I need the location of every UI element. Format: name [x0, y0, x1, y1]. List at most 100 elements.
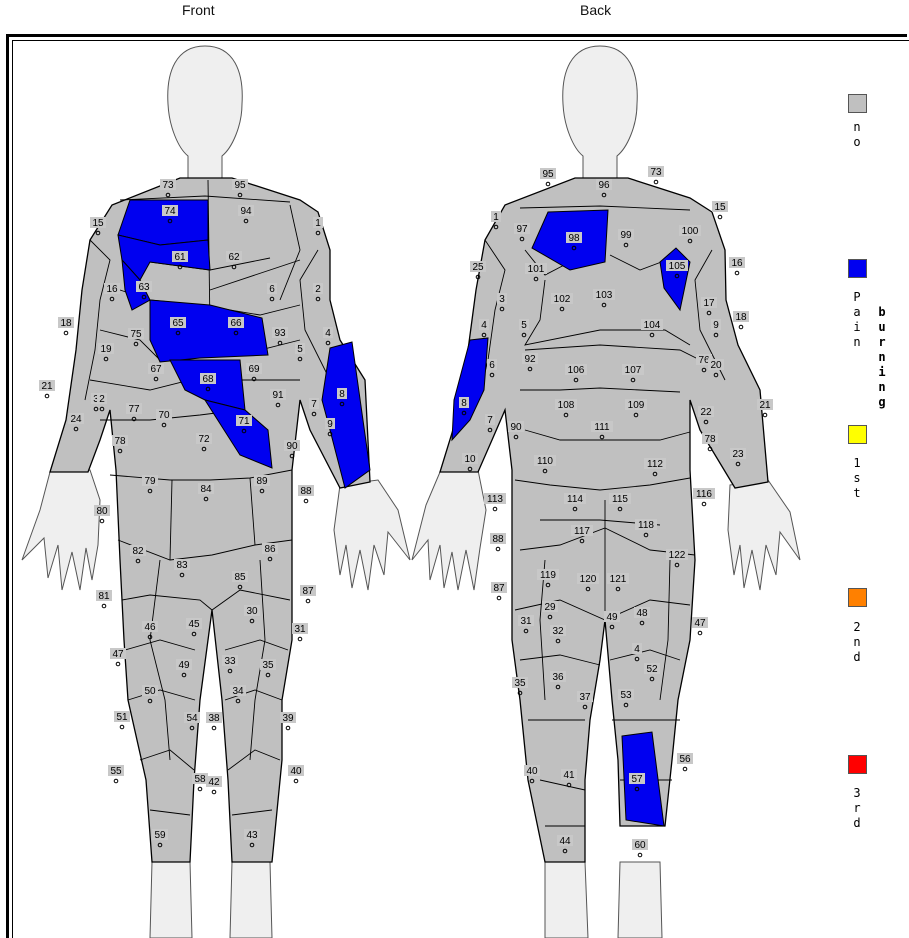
- back-region-label[interactable]: 60: [632, 839, 648, 857]
- front-region-label[interactable]: 31: [292, 623, 308, 641]
- front-region-number: 35: [262, 660, 274, 671]
- back-region-marker: [702, 502, 706, 506]
- front-region-number: 86: [264, 544, 276, 555]
- back-region-number: 111: [594, 422, 610, 433]
- front-region-label[interactable]: 38: [206, 712, 222, 730]
- back-region-number: 36: [552, 672, 564, 683]
- front-region-number: 90: [286, 441, 298, 452]
- back-region-number: 37: [579, 692, 591, 703]
- back-region-number: 101: [528, 264, 545, 275]
- back-region-number: 5: [521, 320, 527, 331]
- front-region-number: 7: [311, 399, 317, 410]
- legend-label-2nd: 2nd: [846, 620, 868, 665]
- back-region-number: 8: [461, 398, 467, 409]
- front-region-number: 33: [224, 656, 236, 667]
- back-region-label[interactable]: 15: [712, 201, 728, 219]
- back-region-number: 48: [636, 608, 648, 619]
- back-region-number: 115: [612, 494, 628, 505]
- back-left-hand[interactable]: [412, 470, 486, 590]
- front-right-hand[interactable]: [22, 470, 100, 590]
- legend-swatch-no[interactable]: [848, 94, 867, 113]
- legend-swatch-1st[interactable]: [848, 425, 867, 444]
- front-region-marker: [116, 662, 120, 666]
- front-region-label[interactable]: 47: [110, 648, 126, 666]
- back-region-number: 53: [620, 690, 632, 701]
- front-region-number: 42: [208, 777, 220, 788]
- front-region-number: 69: [248, 364, 260, 375]
- back-region-label[interactable]: 56: [677, 753, 693, 771]
- front-region-label[interactable]: 21: [39, 380, 55, 398]
- back-region-label[interactable]: 95: [540, 168, 556, 186]
- back-region-number: 18: [735, 312, 747, 323]
- back-region-marker: [718, 215, 722, 219]
- back-region-number: 100: [682, 226, 699, 237]
- back-region-number: 23: [732, 449, 744, 460]
- front-region-label[interactable]: 88: [298, 485, 314, 503]
- front-region-number: 81: [98, 591, 110, 602]
- back-region-number: 29: [544, 602, 556, 613]
- back-head: [563, 46, 637, 178]
- front-region-number: 15: [92, 218, 104, 229]
- front-region-label[interactable]: 42: [206, 776, 222, 794]
- back-region-label[interactable]: 16: [729, 257, 745, 275]
- front-region-label[interactable]: 40: [288, 765, 304, 783]
- front-region-marker: [304, 499, 308, 503]
- front-region-label[interactable]: 18: [58, 317, 74, 335]
- front-region-number: 72: [198, 434, 210, 445]
- back-region-number: 7: [487, 415, 493, 426]
- back-region-number: 41: [563, 770, 575, 781]
- front-region-number: 73: [162, 180, 174, 191]
- back-region-number: 104: [644, 320, 661, 331]
- back-region-label[interactable]: 87: [491, 582, 507, 600]
- front-region-label[interactable]: 55: [108, 765, 124, 783]
- back-region-label[interactable]: 113: [484, 493, 506, 511]
- back-region-number: 107: [625, 365, 642, 376]
- front-region-marker: [212, 790, 216, 794]
- back-region-number: 103: [596, 290, 613, 301]
- legend-swatch-pain[interactable]: [848, 259, 867, 278]
- back-region-number: 4: [481, 320, 487, 331]
- front-region-number: 43: [246, 830, 258, 841]
- front-region-number: 30: [246, 606, 258, 617]
- back-region-number: 4: [634, 644, 640, 655]
- back-region-number: 21: [759, 400, 771, 411]
- front-region-number: 87: [302, 586, 314, 597]
- front-region-marker: [298, 637, 302, 641]
- front-region-number: 70: [158, 410, 170, 421]
- front-region-label[interactable]: 58: [192, 773, 208, 791]
- front-region-number: 85: [234, 572, 246, 583]
- back-region-label[interactable]: 73: [648, 166, 664, 184]
- front-region-label[interactable]: 51: [114, 711, 130, 729]
- back-region-number: 112: [647, 459, 663, 470]
- front-region-number: 47: [112, 649, 124, 660]
- back-region-number: 118: [638, 520, 654, 531]
- back-region-label[interactable]: 116: [693, 488, 715, 506]
- front-region-number: 5: [297, 344, 303, 355]
- front-region-label[interactable]: 81: [96, 590, 112, 608]
- back-region-label[interactable]: 88: [490, 533, 506, 551]
- back-region-number: 22: [700, 407, 712, 418]
- front-region-marker: [306, 599, 310, 603]
- back-region-label[interactable]: 47: [692, 617, 708, 635]
- front-region-number: 62: [228, 252, 240, 263]
- front-region-number: 77: [128, 404, 140, 415]
- front-region-number: 93: [274, 328, 286, 339]
- front-region-label[interactable]: 87: [300, 585, 316, 603]
- front-region-number: 83: [176, 560, 188, 571]
- front-region-number: 6: [269, 284, 275, 295]
- legend-label-3rd: 3rd: [846, 786, 868, 831]
- legend-swatch-2nd[interactable]: [848, 588, 867, 607]
- front-region-marker: [294, 779, 298, 783]
- back-region-number: 105: [669, 261, 686, 272]
- back-region-number: 102: [554, 294, 571, 305]
- back-region-number: 9: [713, 320, 719, 331]
- front-region-marker: [102, 604, 106, 608]
- front-region-number: 49: [178, 660, 190, 671]
- front-region-number: 82: [132, 546, 144, 557]
- back-region-label[interactable]: 18: [733, 311, 749, 329]
- front-region-number: 89: [256, 476, 268, 487]
- back-right-hand[interactable]: [728, 480, 800, 590]
- back-region-number: 106: [568, 365, 585, 376]
- legend-swatch-3rd[interactable]: [848, 755, 867, 774]
- front-left-hand[interactable]: [334, 480, 410, 590]
